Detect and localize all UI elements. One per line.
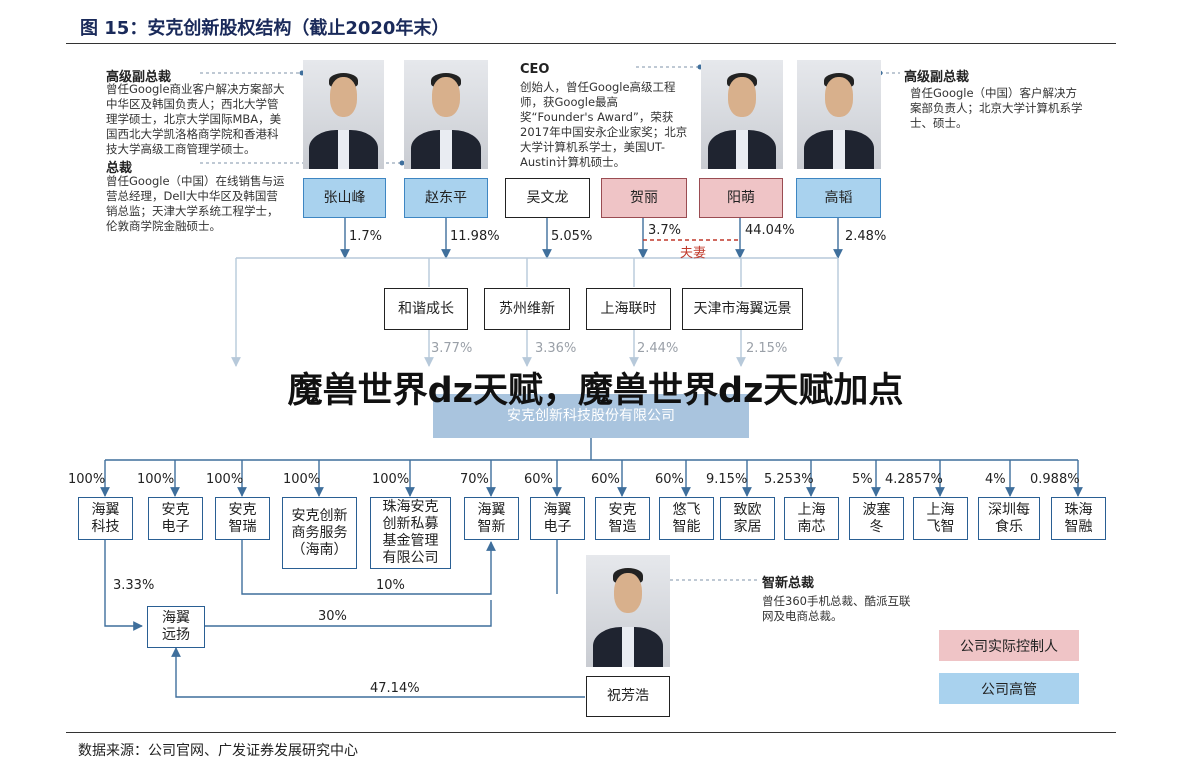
entity-pct: 3.77% <box>431 341 473 356</box>
zhirui-to-zhixin-pct: 10% <box>376 578 405 593</box>
subsidiary-anke-shangwu: 安克创新 商务服务 （海南） <box>282 497 357 569</box>
subsidiary-zhuhai-anke-jijin: 珠海安克 创新私募 基金管理 有限公司 <box>370 497 451 569</box>
legend-controller-label: 公司实际控制人 <box>960 638 1058 655</box>
subsidiary-anke-zhizao: 安克 智造 <box>595 497 650 540</box>
subsidiary-youfei-zhineng: 悠飞 智能 <box>659 497 714 540</box>
subsidiary-pct: 60% <box>655 472 684 487</box>
keji-to-yuanyang-pct: 3.33% <box>113 578 155 593</box>
subsidiary-shenzhen-meishile: 深圳每 食乐 <box>978 497 1040 540</box>
subsidiary-pct: 4.2857% <box>885 472 943 487</box>
yuanyang-to-zhixin-pct: 30% <box>318 609 347 624</box>
subsidiary-pct: 4% <box>985 472 1006 487</box>
subsidiary-shanghai-feizhi: 上海 飞智 <box>913 497 968 540</box>
legend-executive: 公司高管 <box>939 673 1079 704</box>
subsidiary-zhiou-jiaju: 致欧 家居 <box>720 497 775 540</box>
entity-suzhou-weixin: 苏州维新 <box>484 288 570 330</box>
entity-hexie-chengzhang: 和谐成长 <box>384 288 468 330</box>
photo-yang-meng <box>701 60 783 169</box>
shareholder-pct: 5.05% <box>551 229 593 244</box>
vp-role-desc: 曾任Google商业客户解决方案部大中华区及韩国负责人；西北大学管理学硕士，北京… <box>106 82 285 156</box>
zhixin-president-desc: 曾任360手机总裁、酷派互联网及电商总裁。 <box>762 594 911 623</box>
shareholder-zhao-dongping: 赵东平 <box>404 178 488 218</box>
vp-role-title: 高级副总裁 <box>106 70 172 85</box>
photo-zhu-fanghao <box>586 555 670 667</box>
shareholder-gao-tao: 高韬 <box>796 178 881 218</box>
legend-controller: 公司实际控制人 <box>939 630 1079 661</box>
shareholder-pct: 1.7% <box>349 229 383 244</box>
entity-pct: 3.36% <box>535 341 577 356</box>
photo-zhao-dongping <box>404 60 488 169</box>
shareholder-pct: 3.7% <box>648 223 682 238</box>
entity-pct: 2.44% <box>637 341 679 356</box>
subsidiary-pct: 100% <box>68 472 106 487</box>
subsidiary-pct: 9.15% <box>706 472 748 487</box>
zhu-to-yuanyang-pct: 47.14% <box>370 681 420 696</box>
right-vp-role-desc: 曾任Google（中国）客户解决方案部负责人；北京大学计算机系学士、硕士。 <box>910 86 1083 130</box>
subsidiary-zhuhai-zhirong: 珠海 智融 <box>1051 497 1106 540</box>
subsidiary-haiyi-keji: 海翼 科技 <box>78 497 133 540</box>
zhu-fanghao-box: 祝芳浩 <box>586 676 670 717</box>
subsidiary-bosaidong: 波塞 冬 <box>849 497 904 540</box>
subsidiary-pct: 5.253% <box>764 472 814 487</box>
subsidiary-anke-dianzi: 安克 电子 <box>148 497 203 540</box>
shareholder-wu-wenlong: 吴文龙 <box>505 178 590 218</box>
subsidiary-pct: 70% <box>460 472 489 487</box>
subsidiary-anke-zhirui: 安克 智瑞 <box>215 497 270 540</box>
shareholder-zhang-shanfeng: 张山峰 <box>303 178 386 218</box>
watermark-overlay: 魔兽世界dz天赋，魔兽世界dz天赋加点 <box>287 371 904 411</box>
haiyi-yuanyang-box: 海翼 远扬 <box>147 606 205 648</box>
zhixin-president-title: 智新总裁 <box>762 576 815 591</box>
subsidiary-haiyi-zhixin: 海翼 智新 <box>464 497 519 540</box>
subsidiary-pct: 5% <box>852 472 873 487</box>
subsidiary-pct: 0.988% <box>1030 472 1080 487</box>
gm-role-title: 总裁 <box>106 161 133 176</box>
subsidiary-pct: 100% <box>137 472 175 487</box>
right-vp-role-title: 高级副总裁 <box>904 70 970 85</box>
entity-pct: 2.15% <box>746 341 788 356</box>
shareholder-pct: 11.98% <box>450 229 500 244</box>
photo-zhang-shanfeng <box>303 60 384 169</box>
subsidiary-pct: 100% <box>206 472 244 487</box>
company-box: 安克创新科技股份有限公司 <box>433 394 749 438</box>
subsidiary-shanghai-nanxin: 上海 南芯 <box>784 497 839 540</box>
gm-role-desc: 曾任Google（中国）在线销售与运营总经理，Dell大中华区及韩国营销总监；天… <box>106 174 285 233</box>
ceo-role-desc: 创始人，曾任Google高级工程师，获Google最高奖“Founder's A… <box>520 80 688 169</box>
subsidiary-pct: 100% <box>283 472 321 487</box>
ceo-role-title: CEO <box>520 62 550 77</box>
subsidiary-pct: 60% <box>524 472 553 487</box>
entity-tianjin-haiyi-yuanjing: 天津市海翼远景 <box>682 288 803 330</box>
bottom-rule <box>66 732 1116 733</box>
figure-title: 图 15：安克创新股权结构（截止2020年末） <box>80 18 450 39</box>
photo-gao-tao <box>797 60 881 169</box>
spouse-label: 夫妻 <box>680 246 707 261</box>
entity-shanghai-lianshi: 上海联时 <box>586 288 671 330</box>
legend-executive-label: 公司高管 <box>981 681 1037 698</box>
top-rule <box>66 43 1116 44</box>
shareholder-pct: 2.48% <box>845 229 887 244</box>
source-note: 数据来源：公司官网、广发证券发展研究中心 <box>78 743 358 759</box>
subsidiary-pct: 60% <box>591 472 620 487</box>
subsidiary-haiyi-dianzi: 海翼 电子 <box>530 497 585 540</box>
shareholder-he-li: 贺丽 <box>601 178 687 218</box>
shareholder-yang-meng: 阳萌 <box>699 178 783 218</box>
subsidiary-pct: 100% <box>372 472 410 487</box>
shareholder-pct: 44.04% <box>745 223 795 238</box>
